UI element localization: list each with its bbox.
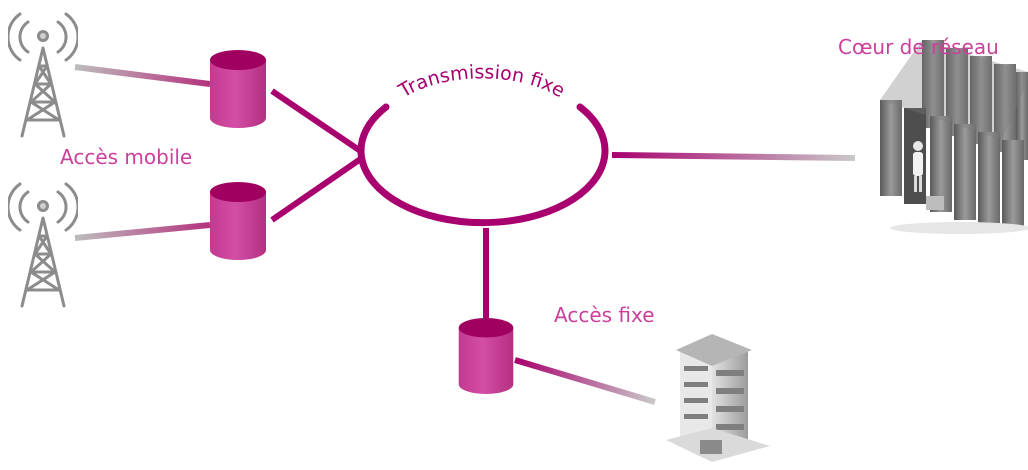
database-node-icon (458, 318, 514, 394)
link-tower1-node1 (74, 64, 211, 87)
radio-tower-icon (8, 12, 78, 138)
office-building-icon (666, 334, 770, 462)
link-tower2-node2 (74, 222, 211, 241)
connection-lines (74, 64, 856, 405)
database-node-icon (210, 50, 266, 128)
database-node-icon (210, 182, 266, 260)
fixed-access-label: Accès fixe (554, 303, 655, 327)
core-network-label: Cœur de réseau (838, 35, 999, 59)
link-fixed-node-building (514, 357, 656, 405)
server-room-icon (880, 40, 1028, 234)
mobile-access-label: Accès mobile (60, 145, 193, 169)
radio-tower-icon (8, 182, 78, 308)
transmission-ring (357, 103, 609, 227)
link-node1-ring (270, 88, 364, 155)
link-ring-core (611, 152, 856, 161)
fixed-transmission-label: Transmission fixe (394, 61, 568, 102)
link-node2-ring (270, 155, 364, 223)
